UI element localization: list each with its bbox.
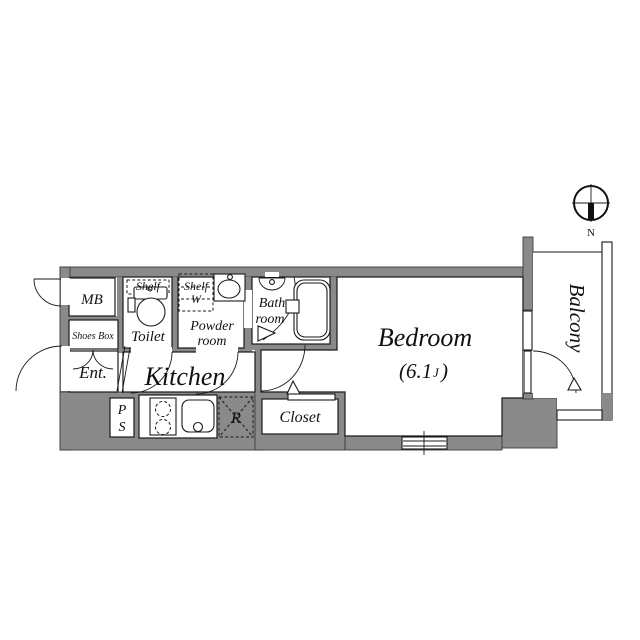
toilet-holder-icon [127, 297, 136, 313]
wall-bath-bottom [252, 344, 337, 350]
washbasin-icon [217, 279, 241, 299]
room-entrance [68, 350, 119, 393]
bedroom-window [522, 310, 533, 351]
entrance-label: Ent. [78, 363, 107, 382]
wall-corner-block [501, 397, 558, 449]
bath-faucet-icon [285, 299, 300, 314]
toilet-shelf-label: Shelf [136, 279, 162, 293]
powder-door-gap [196, 347, 238, 354]
bedroom-size-unit: J [433, 365, 440, 380]
north-arrow-icon [588, 203, 594, 220]
bath-room-label-1: Bath [259, 296, 285, 311]
room-pipe-space [109, 397, 135, 438]
mb-door-gap [61, 278, 70, 305]
toilet-flush-icon [147, 286, 153, 292]
balcony-bottom-rail [556, 409, 603, 421]
bedroom-size-suffix: ) [440, 359, 448, 383]
balcony-door-panel [523, 350, 532, 394]
balcony-floor [533, 252, 602, 410]
powder-shelf-box [178, 273, 214, 312]
bedroom-door-arc [260, 344, 306, 392]
closet-label: Closet [280, 409, 321, 426]
bathtub-inner [296, 282, 328, 338]
kitchen-label: Kitchen [144, 362, 226, 391]
rooms [68, 252, 602, 439]
shoes-box-label: Shoes Box [72, 331, 114, 342]
compass: N [572, 184, 610, 239]
wall-bath-bedroom [330, 277, 337, 350]
bath-room-label-2: room [255, 312, 284, 327]
pipe-space-label-2: S [119, 420, 126, 435]
entrance-door-arc [15, 345, 63, 392]
toilet-door-arc [130, 351, 173, 394]
wall-mb-toilet [117, 277, 123, 352]
wall-balcony-pillar [522, 236, 534, 311]
burner-icon-2 [155, 419, 171, 435]
balcony-door-marker [567, 376, 582, 391]
bath-basin-icon [258, 277, 286, 291]
refrigerator-box [218, 396, 254, 438]
bedroom-size-prefix: (6.1 [399, 359, 432, 383]
wall-notch [522, 392, 534, 400]
bedroom-bottom-window [401, 436, 448, 450]
closet-door-panel [287, 393, 336, 401]
shoes-box-door-arc-right [92, 349, 114, 370]
mb-door-arc [33, 278, 62, 307]
toilet-door-gap [131, 347, 172, 354]
kitchen-drain-icon [192, 421, 204, 433]
wall-top [59, 266, 534, 278]
bedroom-label: Bedroom [378, 323, 472, 352]
entrance-door-gap [61, 346, 70, 391]
powder-shelf-label-2: W [191, 292, 202, 306]
entry-step-line-1 [116, 345, 126, 392]
powder-shelf-label-1: Shelf [184, 279, 210, 293]
toilet-label: Toilet [131, 329, 165, 345]
compass-label: N [587, 227, 595, 239]
wall-seg-3 [238, 348, 252, 353]
wall-toilet-powder [172, 277, 178, 352]
fixtures [126, 272, 448, 455]
bath-basin-drain [269, 279, 275, 285]
wall-seg-2 [172, 348, 196, 353]
powder-room-label-2: room [197, 334, 226, 349]
balcony-right-rail-end [602, 393, 612, 420]
bath-basin-tab [265, 272, 279, 277]
washbasin-tap-icon [227, 274, 233, 280]
balcony-label: Balcony [565, 284, 589, 353]
toilet-shelf-box [126, 279, 170, 295]
mb-label: MB [80, 292, 103, 308]
bath-door-gap [244, 290, 252, 328]
refrigerator-diag-2 [218, 396, 254, 438]
wall-corridor-bedroom [255, 343, 261, 394]
powder-door-arc [195, 351, 239, 395]
bath-door-marker [257, 325, 277, 342]
pipe-space-label-1: P [117, 403, 127, 418]
toilet-bowl-icon [136, 297, 166, 327]
entry-step-line-2 [121, 347, 131, 394]
refrigerator-label: R [230, 410, 241, 427]
balcony-structure [522, 241, 613, 421]
room-mb [68, 277, 116, 317]
powder-room-label-1: Powder [189, 319, 234, 334]
wall-mb-shoesbox [66, 316, 118, 320]
labels: MB Shoes Box Ent. Shelf Toilet Shelf W P… [72, 279, 589, 435]
burner-icon-1 [155, 401, 171, 417]
room-shoes-box [68, 319, 119, 350]
